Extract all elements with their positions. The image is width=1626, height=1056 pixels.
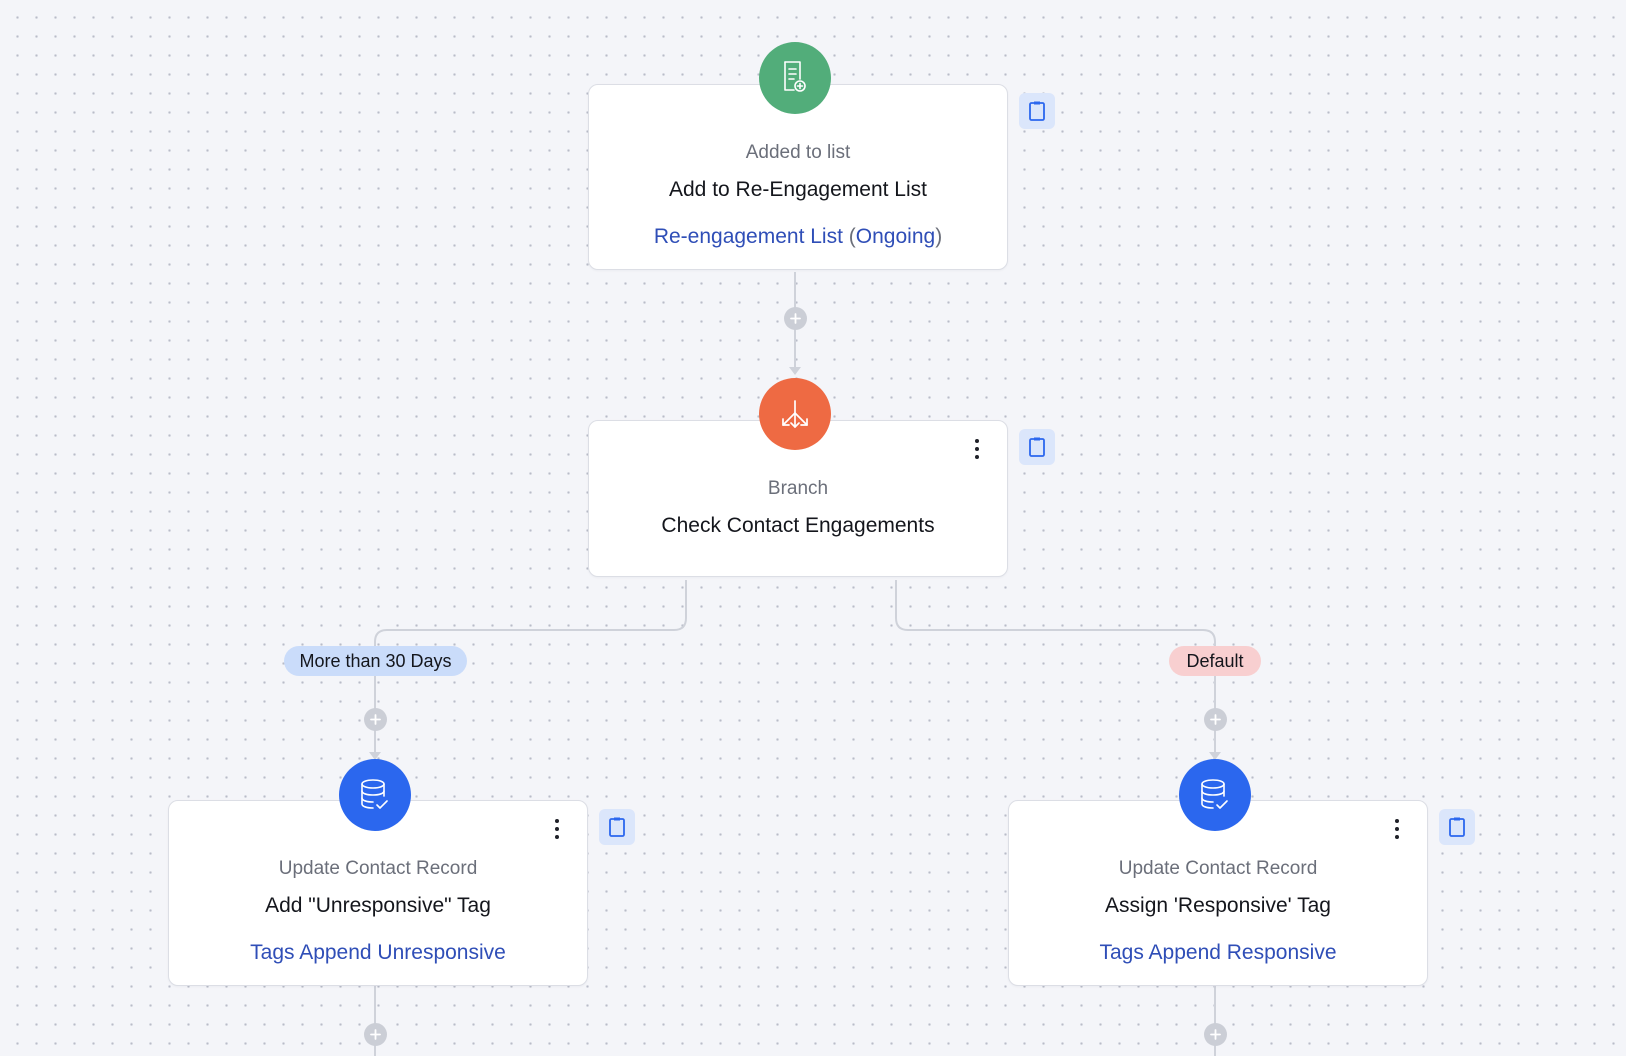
add-step-button-left-bottom[interactable] [364, 1023, 387, 1046]
trigger-type-label: Added to list [745, 142, 851, 163]
branch-title: Check Contact Engagements [661, 514, 935, 537]
connector-branch-left [374, 580, 687, 755]
right-action-title: Assign 'Responsive' Tag [1105, 894, 1331, 917]
add-step-button-right[interactable] [1204, 708, 1227, 731]
plus-icon [1210, 714, 1221, 725]
branch-split-icon [759, 378, 831, 450]
clipboard-icon [1029, 101, 1045, 121]
left-action-detail-link[interactable]: Tags Append Unresponsive [250, 941, 506, 964]
add-step-button-1[interactable] [784, 307, 807, 330]
plus-icon [1210, 1029, 1221, 1040]
plus-icon [790, 313, 801, 324]
database-check-icon [339, 759, 411, 831]
list-add-icon [759, 42, 831, 114]
arrowhead-right-action [1209, 752, 1221, 760]
right-action-card[interactable]: Update Contact Record Assign 'Responsive… [1008, 800, 1428, 986]
right-action-note-button[interactable] [1439, 809, 1475, 845]
branch-label-default[interactable]: Default [1169, 646, 1261, 676]
trigger-note-button[interactable] [1019, 93, 1055, 129]
clipboard-icon [609, 817, 625, 837]
branch-type-label: Branch [767, 478, 829, 499]
clipboard-icon [1029, 437, 1045, 457]
list-status-link[interactable]: Ongoing [855, 225, 936, 248]
paren-close: ) [935, 225, 943, 248]
branch-more-menu[interactable] [967, 435, 987, 463]
clipboard-icon [1449, 817, 1465, 837]
left-action-more-menu[interactable] [547, 815, 567, 843]
right-action-more-menu[interactable] [1387, 815, 1407, 843]
trigger-detail: Re-engagement List (Ongoing) [589, 225, 1007, 249]
arrowhead-left-action [369, 752, 381, 760]
branch-label-more-than-30-days[interactable]: More than 30 Days [284, 646, 467, 676]
plus-icon [370, 1029, 381, 1040]
connector-branch-right [895, 580, 1216, 755]
trigger-title: Add to Re-Engagement List [669, 178, 927, 201]
left-action-note-button[interactable] [599, 809, 635, 845]
left-action-type-label: Update Contact Record [278, 858, 478, 879]
list-name-link[interactable]: Re-engagement List [653, 225, 843, 248]
left-action-title: Add "Unresponsive" Tag [265, 894, 491, 917]
branch-note-button[interactable] [1019, 429, 1055, 465]
right-action-type-label: Update Contact Record [1118, 858, 1318, 879]
add-step-button-left[interactable] [364, 708, 387, 731]
paren-open: ( [848, 225, 856, 248]
database-check-icon [1179, 759, 1251, 831]
add-step-button-right-bottom[interactable] [1204, 1023, 1227, 1046]
right-action-detail-link[interactable]: Tags Append Responsive [1099, 941, 1337, 964]
left-action-card[interactable]: Update Contact Record Add "Unresponsive"… [168, 800, 588, 986]
arrowhead-branch [789, 367, 801, 375]
plus-icon [370, 714, 381, 725]
